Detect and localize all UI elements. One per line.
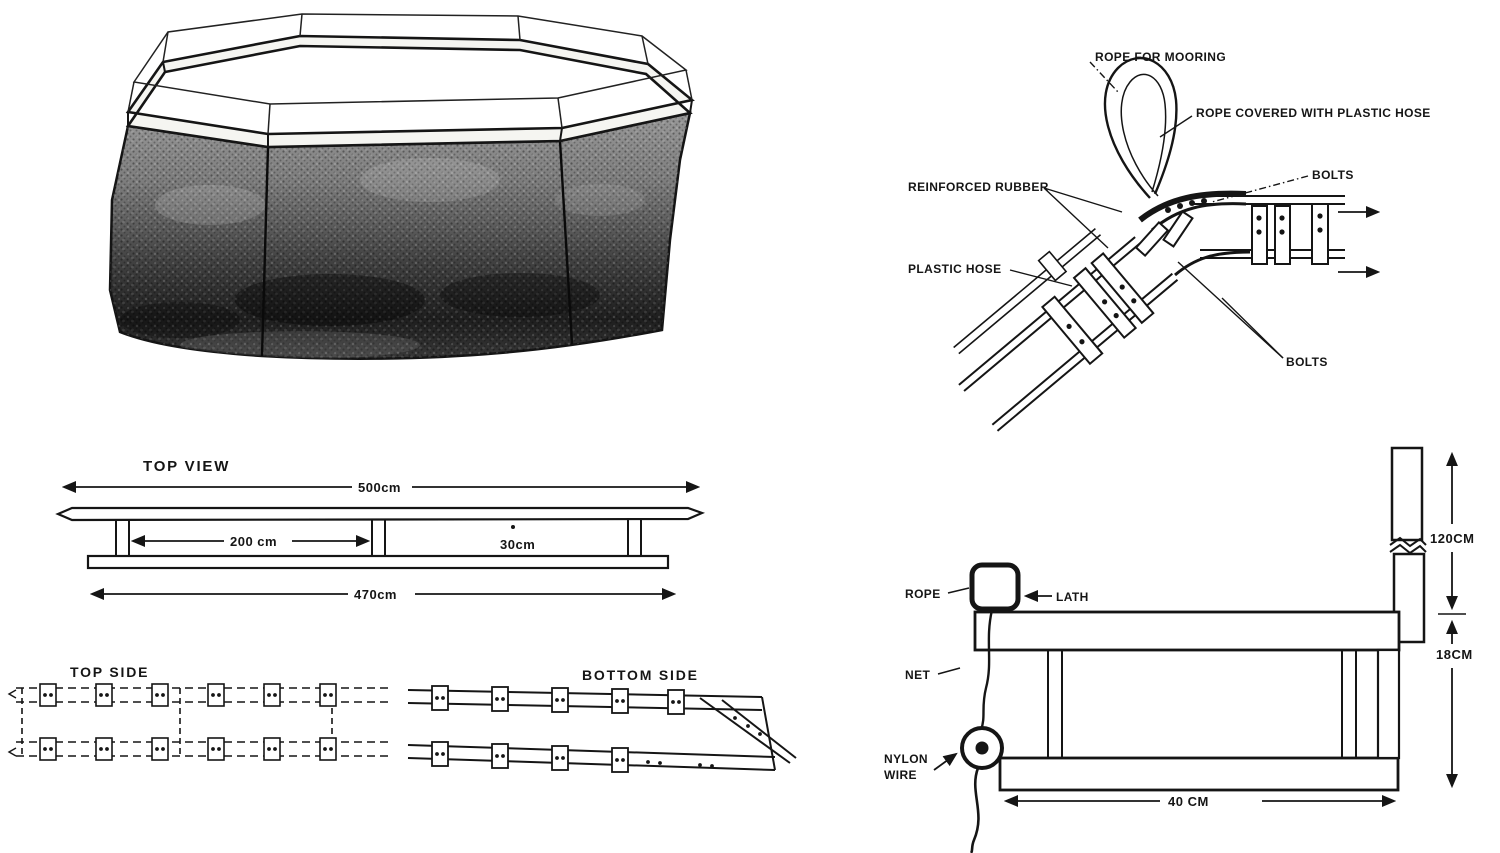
dim-470: 470cm [89,587,677,602]
top-side-assembly [7,683,388,761]
leader-reinforced-rubber-2 [1043,187,1109,249]
top-side-bolt-holes [43,693,333,751]
top-view-drawing: TOP VIEW 500cm 200 cm 30cm [55,458,706,602]
dim-500: 500cm [61,480,701,495]
label-rope-covered-with-plastic-hose: ROPE COVERED WITH PLASTIC HOSE [1196,106,1431,120]
bottom-side-end-braces [699,696,797,771]
leader-plastic-hose [1009,269,1073,287]
dim-470-label: 470cm [354,587,397,602]
leader-reinforced-rubber-1 [1043,187,1123,213]
dim-18: 18CM [1436,619,1473,789]
label-bolts-bottom: BOLTS [1286,355,1328,369]
cage-net-body [108,111,692,360]
bottom-side-title: BOTTOM SIDE [582,667,699,683]
section-rope-lath [947,562,1052,612]
leader-rope-covered [1159,115,1193,138]
joint-horizontal-member [1190,195,1381,279]
cage-top-rim [125,34,695,149]
top-view-lower-bar [86,554,670,570]
leader-bolts-bottom-1 [1177,261,1284,359]
label-lath: LATH [1056,590,1089,604]
dim-18-label: 18CM [1436,647,1473,662]
dim-200: 200 cm [130,534,371,549]
side-frames-drawing: TOP SIDE BOTTOM SIDE [7,664,797,773]
label-nylon: NYLON [884,752,928,766]
top-view-upper-bar [55,506,706,522]
leader-net [937,667,961,675]
top-side-title: TOP SIDE [70,664,149,680]
section-nylon-wire [933,726,1004,853]
label-rope: ROPE [905,587,941,601]
top-view-title: TOP VIEW [143,458,230,475]
section-net-line [979,609,994,731]
label-plastic-hose: PLASTIC HOSE [908,262,1001,276]
cage-net-mottling [120,158,645,359]
cage-perspective-drawing [108,13,695,360]
bottom-side-assembly [407,685,797,773]
dim-40: 40 CM [1003,794,1397,809]
mooring-rope-loop [1103,56,1178,199]
label-reinforced-rubber: REINFORCED RUBBER [908,180,1049,194]
dim-120-label: 120CM [1430,531,1474,546]
dim-30: 30cm [500,525,535,552]
corner-joint-detail: ROPE FOR MOORING ROPE COVERED WITH PLAST… [908,50,1431,432]
leader-rope-for-mooring [1089,61,1119,93]
label-net: NET [905,668,930,682]
label-bolts-top: BOLTS [1312,168,1354,182]
dim-500-label: 500cm [358,480,401,495]
section-frame-box [973,610,1401,792]
dim-200-label: 200 cm [230,534,277,549]
cage-upper-wireframe [127,13,693,135]
leader-bolts-top [1211,175,1309,203]
label-wire: WIRE [884,768,917,782]
frame-section-detail: 120CM 18CM [884,446,1474,853]
dim-40-label: 40 CM [1168,794,1209,809]
joint-diagonal-member [953,228,1179,432]
joint-rubber-bend [1134,190,1251,277]
label-rope-for-mooring: ROPE FOR MOORING [1095,50,1226,64]
top-view-posts [115,518,642,556]
dim-120: 120CM [1430,451,1474,615]
bottom-side-bolt-holes [435,696,762,768]
dim-30-label: 30cm [500,537,535,552]
leader-bolts-bottom-2 [1221,297,1284,359]
